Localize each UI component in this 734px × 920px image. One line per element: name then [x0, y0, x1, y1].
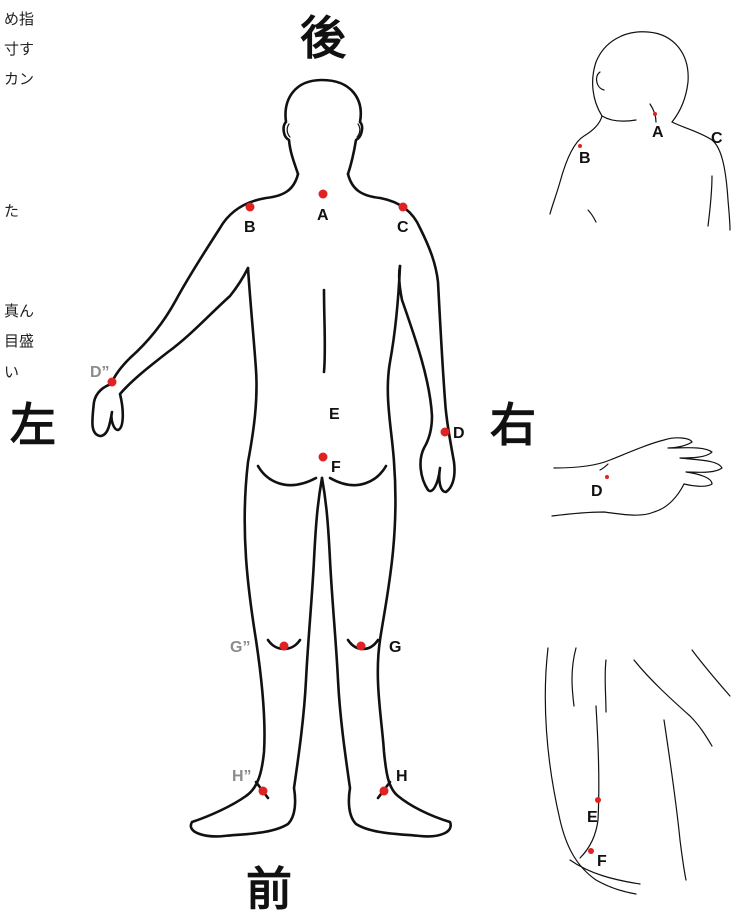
- label-a: A: [317, 207, 329, 224]
- left-ear: [287, 124, 290, 137]
- point-a: [319, 190, 328, 199]
- wrist-fingers: [668, 442, 722, 486]
- wrist-crease: [600, 464, 608, 470]
- side-text-5: 真ん: [4, 302, 34, 320]
- detail-hip: E F: [545, 648, 730, 894]
- detail-wrist-point-d: [605, 475, 609, 479]
- detail-wrist-label-d: D: [591, 483, 603, 500]
- side-text-2: 寸す: [4, 40, 34, 58]
- detail-shoulder-point-b: [578, 144, 582, 148]
- side-text-6: 目盛: [4, 332, 34, 350]
- label-g: G: [389, 639, 401, 656]
- side-text-column: め指 寸す カン た 真ん 目盛 い: [4, 10, 34, 381]
- side-text-7: い: [4, 363, 19, 381]
- head-outline: [284, 80, 362, 174]
- point-h-mirror: [259, 787, 268, 796]
- detail-hip-point-f: [588, 848, 594, 854]
- point-b: [246, 203, 255, 212]
- detail-wrist: D: [552, 438, 722, 516]
- point-d: [441, 428, 450, 437]
- left-gluteal-fold: [258, 466, 316, 485]
- detail-shoulder-point-a: [653, 112, 657, 116]
- hip-back-curve: [692, 650, 730, 696]
- left-side-torso: [191, 268, 322, 836]
- hip-spine: [580, 706, 599, 858]
- shoulder-back-left: [602, 116, 636, 121]
- direction-left-label: 左: [10, 398, 56, 452]
- point-h: [380, 787, 389, 796]
- shoulder-neck-left: [550, 116, 602, 214]
- shoulder-ear: [597, 72, 604, 90]
- label-h-mirror: H”: [232, 768, 252, 785]
- side-text-3: カン: [4, 70, 34, 88]
- label-e: E: [329, 406, 340, 423]
- main-body-figure: A B C D D” E F G G” H H”: [90, 80, 465, 836]
- shoulder-head-outline: [593, 32, 689, 122]
- point-g: [357, 642, 366, 651]
- detail-shoulder-label-c: C: [711, 130, 723, 147]
- shoulder-scapula: [588, 210, 596, 222]
- hip-inner-line-1: [572, 648, 576, 706]
- detail-hip-point-e: [595, 797, 601, 803]
- point-c: [399, 203, 408, 212]
- spine-line: [324, 290, 325, 372]
- point-g-mirror: [280, 642, 289, 651]
- detail-shoulder-label-b: B: [579, 150, 591, 167]
- label-f: F: [331, 459, 341, 476]
- direction-front-label: 前: [246, 862, 292, 916]
- wrist-forearm-top: [554, 438, 692, 468]
- hip-left-outline: [545, 648, 636, 894]
- label-b: B: [244, 219, 256, 236]
- hip-waist-curve: [634, 660, 712, 746]
- direction-right-label: 右: [490, 398, 536, 452]
- label-d: D: [453, 425, 465, 442]
- detail-shoulder: A B C: [550, 32, 730, 230]
- side-text-4: た: [4, 202, 19, 220]
- side-text-1: め指: [4, 10, 34, 28]
- wrist-palm-bottom: [552, 484, 684, 516]
- body-left-outline: [92, 174, 298, 436]
- detail-shoulder-label-a: A: [652, 124, 664, 141]
- detail-hip-label-e: E: [587, 809, 598, 826]
- label-d-mirror: D”: [90, 364, 110, 381]
- label-g-mirror: G”: [230, 639, 250, 656]
- hip-inner-line-2: [605, 660, 606, 712]
- point-f: [319, 453, 328, 462]
- hip-buttock-line: [664, 720, 686, 880]
- right-side-torso: [322, 266, 451, 836]
- detail-hip-label-f: F: [597, 853, 607, 870]
- label-h: H: [396, 768, 408, 785]
- label-c: C: [397, 219, 409, 236]
- direction-back-label: 後: [300, 11, 347, 65]
- shoulder-arm-right: [708, 176, 712, 226]
